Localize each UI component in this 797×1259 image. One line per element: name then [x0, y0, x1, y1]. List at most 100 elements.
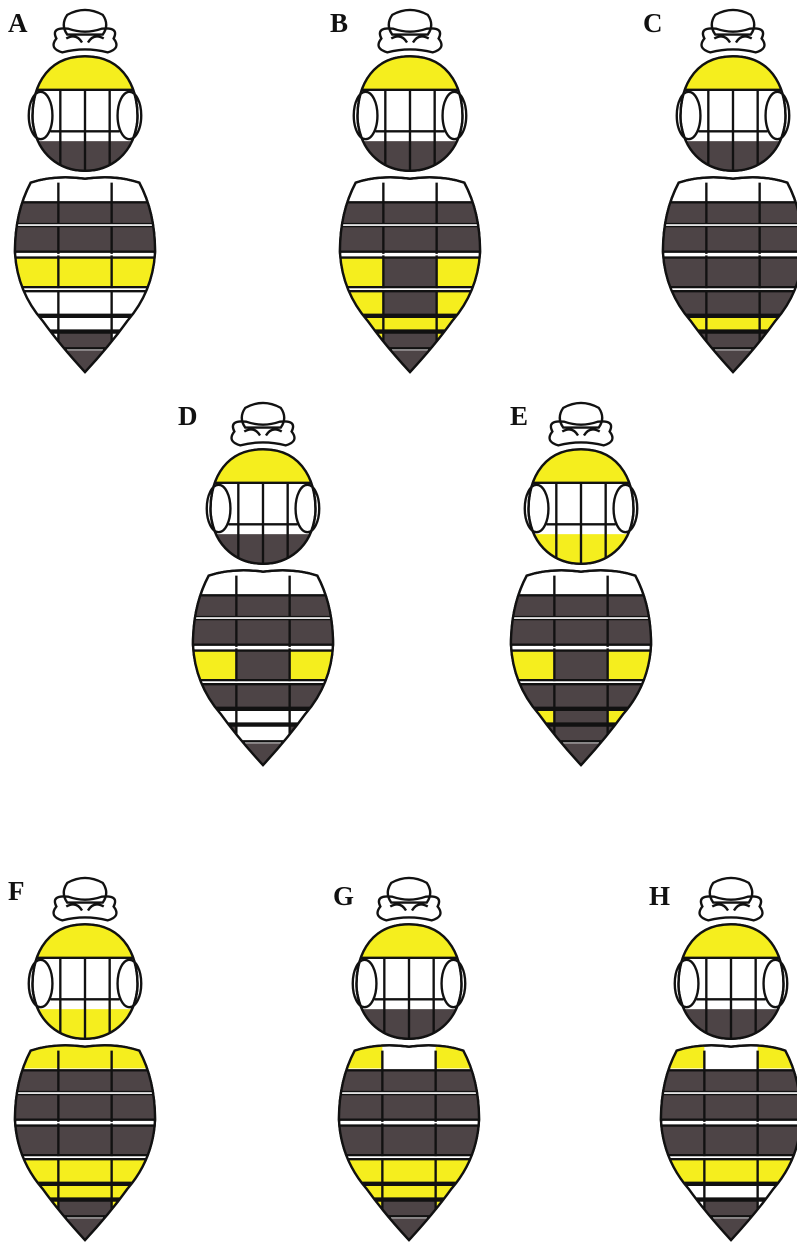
tergite-2-middle — [58, 1070, 111, 1092]
tergite-4-middle — [554, 651, 607, 681]
tergite-6-middle — [704, 1185, 757, 1199]
tergite-1-left — [335, 1041, 382, 1069]
tergite-4-middle — [58, 258, 111, 288]
tergite-6-left — [657, 1185, 704, 1199]
tergite-2-middle — [236, 595, 289, 617]
tergite-3-middle — [706, 226, 759, 252]
tergite-6-middle — [58, 317, 111, 331]
tergite-3-left — [11, 226, 58, 252]
tergite-7-left — [11, 1201, 58, 1217]
tergite-6-middle — [554, 710, 607, 724]
tergite-3-middle — [382, 1094, 435, 1120]
tergite-5-middle — [383, 291, 436, 315]
pronotum — [335, 922, 483, 958]
tergite-7-left — [659, 333, 706, 349]
tergite-4-middle — [383, 258, 436, 288]
tergite-6-left — [507, 710, 554, 724]
tergite-3-left — [335, 1094, 382, 1120]
tergite-7-right — [112, 1201, 159, 1217]
pronotum — [507, 447, 655, 483]
tergite-7-middle — [554, 726, 607, 742]
tergite-6-left — [659, 317, 706, 331]
tergite-3-right — [758, 1094, 797, 1120]
bee-diagram — [11, 10, 159, 380]
tergite-6-right — [436, 1185, 483, 1199]
tergite-2-right — [760, 202, 797, 224]
tergite-7-middle — [383, 333, 436, 349]
bee-diagram — [659, 10, 797, 380]
tergite-2-middle — [382, 1070, 435, 1092]
pronotum — [11, 54, 159, 90]
tergite-3-middle — [58, 226, 111, 252]
tergite-6-left — [335, 1185, 382, 1199]
tergite-7-left — [657, 1201, 704, 1217]
bee-panel-h — [656, 873, 797, 1243]
tergite-6-right — [437, 317, 484, 331]
tergite-6-left — [11, 1185, 58, 1199]
bee-diagram — [657, 878, 797, 1248]
tergite-7-middle — [58, 1201, 111, 1217]
tergite-7-middle — [58, 333, 111, 349]
tergite-3-right — [112, 226, 159, 252]
tergite-7-middle — [706, 333, 759, 349]
bee-panel-d — [188, 398, 338, 768]
tergite-7-right — [436, 1201, 483, 1217]
tergite-7-left — [507, 726, 554, 742]
face-lobes — [702, 28, 765, 52]
tergite-6-right — [758, 1185, 797, 1199]
bee-panel-c — [658, 5, 797, 375]
tergite-3-right — [436, 1094, 483, 1120]
tergite-7-middle — [704, 1201, 757, 1217]
tergite-1 — [11, 1041, 159, 1069]
tergite-3-middle — [58, 1094, 111, 1120]
tergite-4-middle — [706, 258, 759, 288]
tergite-7-middle — [382, 1201, 435, 1217]
tergite-2-middle — [706, 202, 759, 224]
tergite-4-middle — [236, 651, 289, 681]
tergite-5-middle — [554, 684, 607, 708]
tergite-7-left — [335, 1201, 382, 1217]
tergite-5-middle — [58, 1159, 111, 1183]
tergite-3-left — [189, 619, 236, 645]
bee-panel-b — [335, 5, 485, 375]
bee-diagram — [507, 403, 655, 773]
tergite-6-middle — [236, 710, 289, 724]
tergite-7-left — [189, 726, 236, 742]
bee-panel-e — [506, 398, 656, 768]
tergite-3-left — [507, 619, 554, 645]
tergite-3-middle — [236, 619, 289, 645]
tergite-6-middle — [382, 1185, 435, 1199]
tergite-2-middle — [383, 202, 436, 224]
tergite-3-left — [336, 226, 383, 252]
bee-panel-g — [334, 873, 484, 1243]
tergite-3-right — [290, 619, 337, 645]
tergite-3-middle — [383, 226, 436, 252]
face-lobes — [54, 28, 117, 52]
tergite-7-left — [336, 333, 383, 349]
tergite-3-left — [659, 226, 706, 252]
tergite-1-right — [436, 1041, 483, 1069]
tergite-7-middle — [236, 726, 289, 742]
tergite-4-middle — [58, 1126, 111, 1156]
tergite-3-middle — [704, 1094, 757, 1120]
face-lobes — [232, 421, 295, 445]
tergite-5-middle — [706, 291, 759, 315]
tergite-7-right — [290, 726, 337, 742]
face-lobes — [550, 421, 613, 445]
tergite-6-left — [189, 710, 236, 724]
bee-panel-a — [10, 5, 160, 375]
tergite-6-left — [336, 317, 383, 331]
pronotum — [336, 54, 484, 90]
tergite-7-right — [437, 333, 484, 349]
tergite-6-middle — [706, 317, 759, 331]
tergite-7-left — [11, 333, 58, 349]
face-lobes — [379, 28, 442, 52]
tergite-7-right — [608, 726, 655, 742]
face-lobes — [54, 896, 117, 920]
tergite-2-middle — [704, 1070, 757, 1092]
tergite-1-left — [657, 1041, 704, 1069]
tergite-2-right — [758, 1070, 797, 1092]
tergite-6-right — [112, 317, 159, 331]
tergite-5-middle — [704, 1159, 757, 1183]
face-lobes — [700, 896, 763, 920]
